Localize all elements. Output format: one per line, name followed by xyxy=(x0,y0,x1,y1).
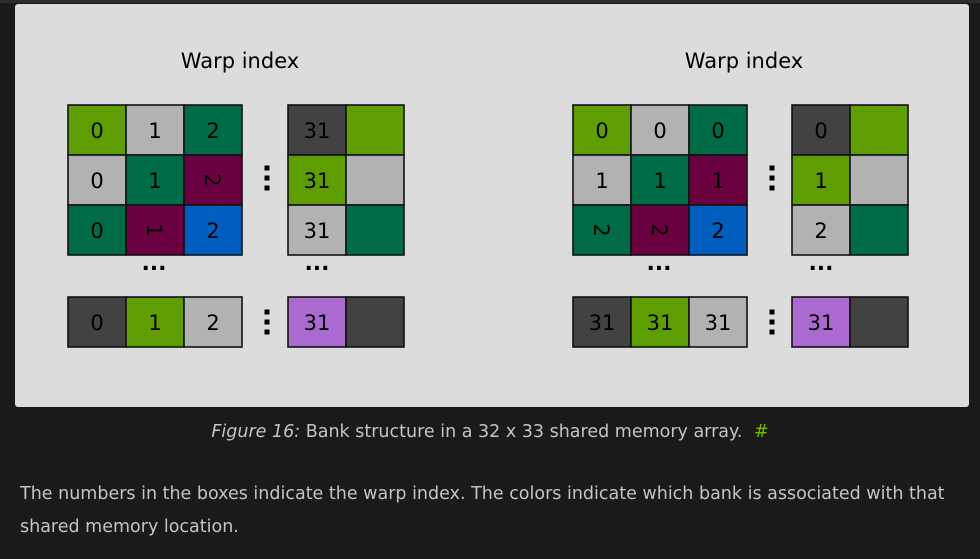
memory-cell xyxy=(849,204,909,256)
memory-cell xyxy=(572,154,632,206)
warp-index-label: 2 xyxy=(200,173,224,186)
memory-cell xyxy=(345,154,405,206)
warp-index-label: 31 xyxy=(647,311,674,335)
warp-index-label: 1 xyxy=(814,169,827,193)
warp-index-label: 31 xyxy=(304,311,331,335)
memory-cell xyxy=(125,104,185,156)
warp-index-label: 0 xyxy=(595,119,608,143)
caption-text: Bank structure in a 32 x 33 shared memor… xyxy=(305,422,743,442)
warp-index-label: 31 xyxy=(705,311,732,335)
cell-block: 0 0 0 1 1 1 2 2 2 xyxy=(572,104,748,256)
memory-cell xyxy=(630,154,690,206)
cell-block: 31 xyxy=(287,296,405,348)
warp-index-label: 0 xyxy=(90,169,103,193)
memory-cell xyxy=(688,296,748,348)
memory-cell xyxy=(287,154,347,206)
memory-cell xyxy=(287,296,347,348)
warp-index-label: 0 xyxy=(814,119,827,143)
warp-index-label: 0 xyxy=(653,119,666,143)
warp-index-label: 1 xyxy=(653,169,666,193)
memory-cell xyxy=(345,104,405,156)
warp-index-label: 1 xyxy=(711,169,724,193)
memory-cell xyxy=(791,204,851,256)
cell-block: 0 1 2 xyxy=(791,104,909,256)
memory-cell xyxy=(183,296,243,348)
warp-index-label: 31 xyxy=(304,119,331,143)
memory-cell xyxy=(125,204,185,256)
warp-index-label: 1 xyxy=(148,311,161,335)
vertical-ellipsis xyxy=(264,309,270,335)
memory-cell xyxy=(572,204,632,256)
memory-cell xyxy=(849,104,909,156)
caption-label: Figure 16: xyxy=(211,422,301,442)
figure-caption: Figure 16: Bank structure in a 32 x 33 s… xyxy=(0,422,980,442)
warp-index-label: 2 xyxy=(647,223,671,236)
memory-cell xyxy=(67,296,127,348)
memory-cell xyxy=(688,204,748,256)
warp-index-label: 2 xyxy=(206,219,219,243)
memory-cell xyxy=(791,104,851,156)
vertical-ellipsis xyxy=(769,309,775,335)
memory-cell xyxy=(572,104,632,156)
vertical-ellipsis xyxy=(264,165,270,191)
memory-cell xyxy=(183,204,243,256)
bank-diagram: Warp index 0 1 2 0 1 2 0 1 2 0 1 2 31 31 31 31...... Warp… xyxy=(67,49,909,348)
memory-cell xyxy=(67,204,127,256)
warp-index-label: 2 xyxy=(814,219,827,243)
ellipsis: ... xyxy=(808,251,833,276)
warp-index-label: 1 xyxy=(595,169,608,193)
memory-cell xyxy=(345,296,405,348)
memory-cell xyxy=(345,204,405,256)
warp-index-label: 31 xyxy=(304,219,331,243)
memory-cell xyxy=(67,104,127,156)
warp-index-title: Warp index xyxy=(685,49,803,73)
ellipsis: ... xyxy=(304,251,329,276)
caption-anchor-link[interactable]: # xyxy=(754,422,769,442)
warp-index-label: 1 xyxy=(142,223,166,236)
warp-index-title: Warp index xyxy=(181,49,299,73)
figure-panel: Warp index 0 1 2 0 1 2 0 1 2 0 1 2 31 31 31 31...... Warp… xyxy=(15,4,969,407)
memory-cell xyxy=(688,104,748,156)
warp-index-label: 2 xyxy=(589,223,613,236)
top-border xyxy=(0,0,980,3)
memory-cell xyxy=(849,154,909,206)
warp-index-label: 31 xyxy=(304,169,331,193)
warp-index-label: 0 xyxy=(90,311,103,335)
warp-index-label: 1 xyxy=(148,169,161,193)
warp-index-label: 0 xyxy=(90,219,103,243)
ellipsis: ... xyxy=(141,251,166,276)
description-paragraph: The numbers in the boxes indicate the wa… xyxy=(20,484,945,537)
cell-block: 31 xyxy=(791,296,909,348)
warp-index-label: 0 xyxy=(90,119,103,143)
warp-index-label: 1 xyxy=(148,119,161,143)
cell-block: 0 1 2 0 1 2 0 1 2 xyxy=(67,104,243,256)
warp-index-label: 2 xyxy=(206,311,219,335)
memory-cell xyxy=(183,154,243,206)
cell-block: 31 31 31 xyxy=(572,296,748,348)
warp-index-label: 31 xyxy=(808,311,835,335)
cell-block: 0 1 2 xyxy=(67,296,243,348)
warp-index-label: 2 xyxy=(711,219,724,243)
warp-index-label: 0 xyxy=(711,119,724,143)
memory-cell xyxy=(849,296,909,348)
memory-cell xyxy=(630,296,690,348)
ellipsis: ... xyxy=(646,251,671,276)
warp-index-label: 31 xyxy=(589,311,616,335)
memory-cell xyxy=(688,154,748,206)
vertical-ellipsis xyxy=(769,165,775,191)
warp-index-label: 2 xyxy=(206,119,219,143)
cell-block: 31 31 31 xyxy=(287,104,405,256)
